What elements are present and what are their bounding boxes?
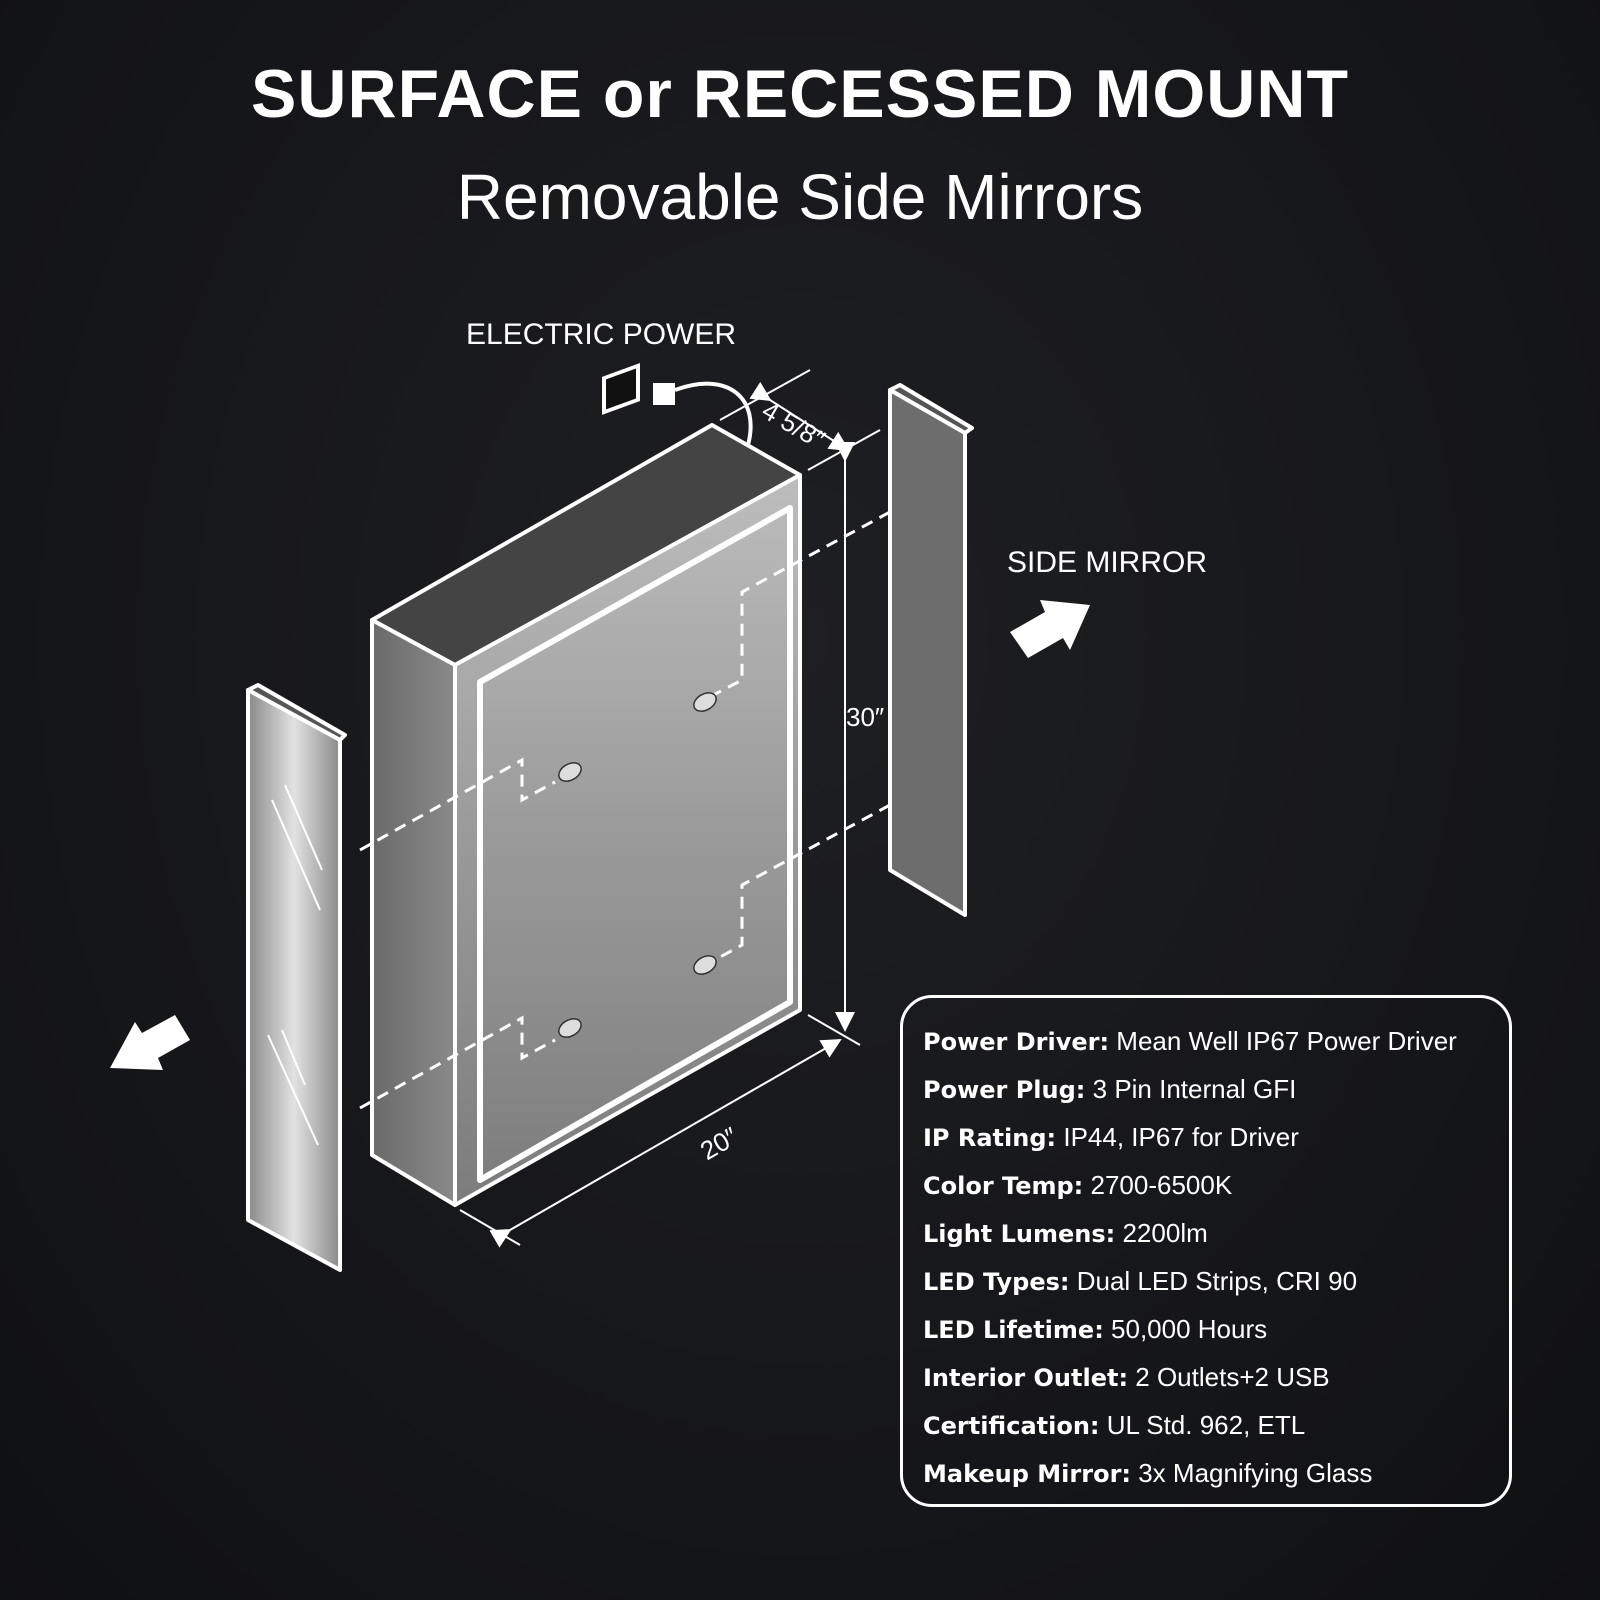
spec-value: 50,000 Hours bbox=[1103, 1314, 1268, 1344]
spec-label: IP Rating: bbox=[923, 1124, 1057, 1152]
led-frame-mirror bbox=[477, 505, 793, 1183]
page-subtitle: Removable Side Mirrors bbox=[456, 161, 1144, 233]
spec-label: Power Driver: bbox=[923, 1028, 1110, 1056]
spec-row: Light Lumens: 2200lm bbox=[923, 1216, 1509, 1264]
spec-value: UL Std. 962, ETL bbox=[1099, 1410, 1306, 1440]
spec-value: 3x Magnifying Glass bbox=[1131, 1458, 1373, 1488]
spec-label: Light Lumens: bbox=[923, 1220, 1116, 1248]
arrow-right-icon bbox=[1010, 600, 1090, 658]
left-side-mirror bbox=[246, 688, 342, 1272]
cabinet-front bbox=[453, 473, 802, 1207]
spec-row: Makeup Mirror: 3x Magnifying Glass bbox=[923, 1456, 1509, 1504]
spec-row: Interior Outlet: 2 Outlets+2 USB bbox=[923, 1360, 1509, 1408]
spec-value: Dual LED Strips, CRI 90 bbox=[1069, 1266, 1358, 1296]
spec-label: Color Temp: bbox=[923, 1172, 1084, 1200]
power-outlet-icon bbox=[602, 363, 640, 415]
spec-value: Mean Well IP67 Power Driver bbox=[1109, 1026, 1457, 1056]
specs-panel: Power Driver: Mean Well IP67 Power Drive… bbox=[900, 995, 1512, 1507]
height-dimension: 30″ bbox=[846, 702, 885, 732]
spec-row: Color Temp: 2700-6500K bbox=[923, 1168, 1509, 1216]
spec-value: 3 Pin Internal GFI bbox=[1085, 1074, 1297, 1104]
spec-label: LED Lifetime: bbox=[923, 1316, 1104, 1344]
spec-value: IP44, IP67 for Driver bbox=[1056, 1122, 1299, 1152]
spec-label: LED Types: bbox=[923, 1268, 1070, 1296]
power-plug-icon bbox=[653, 383, 675, 405]
spec-row: Power Plug: 3 Pin Internal GFI bbox=[923, 1072, 1509, 1120]
spec-label: Power Plug: bbox=[923, 1076, 1086, 1104]
spec-value: 2200lm bbox=[1115, 1218, 1208, 1248]
spec-label: Makeup Mirror: bbox=[923, 1460, 1131, 1488]
page-title: SURFACE or RECESSED MOUNT bbox=[251, 56, 1349, 132]
side-mirror-label: SIDE MIRROR bbox=[1007, 546, 1208, 579]
right-side-mirror bbox=[888, 388, 967, 917]
spec-value: 2 Outlets+2 USB bbox=[1128, 1362, 1330, 1392]
spec-label: Interior Outlet: bbox=[923, 1364, 1129, 1392]
screw-icons bbox=[558, 692, 717, 1038]
spec-row: LED Lifetime: 50,000 Hours bbox=[923, 1312, 1509, 1360]
electric-power-label: ELECTRIC POWER bbox=[466, 318, 737, 351]
spec-row: IP Rating: IP44, IP67 for Driver bbox=[923, 1120, 1509, 1168]
spec-value: 2700-6500K bbox=[1083, 1170, 1233, 1200]
spec-row: Certification: UL Std. 962, ETL bbox=[923, 1408, 1509, 1456]
spec-row: LED Types: Dual LED Strips, CRI 90 bbox=[923, 1264, 1509, 1312]
cabinet-side bbox=[370, 618, 457, 1207]
spec-row: Power Driver: Mean Well IP67 Power Drive… bbox=[923, 1024, 1509, 1072]
arrow-left-icon bbox=[110, 1015, 190, 1070]
spec-label: Certification: bbox=[923, 1412, 1100, 1440]
